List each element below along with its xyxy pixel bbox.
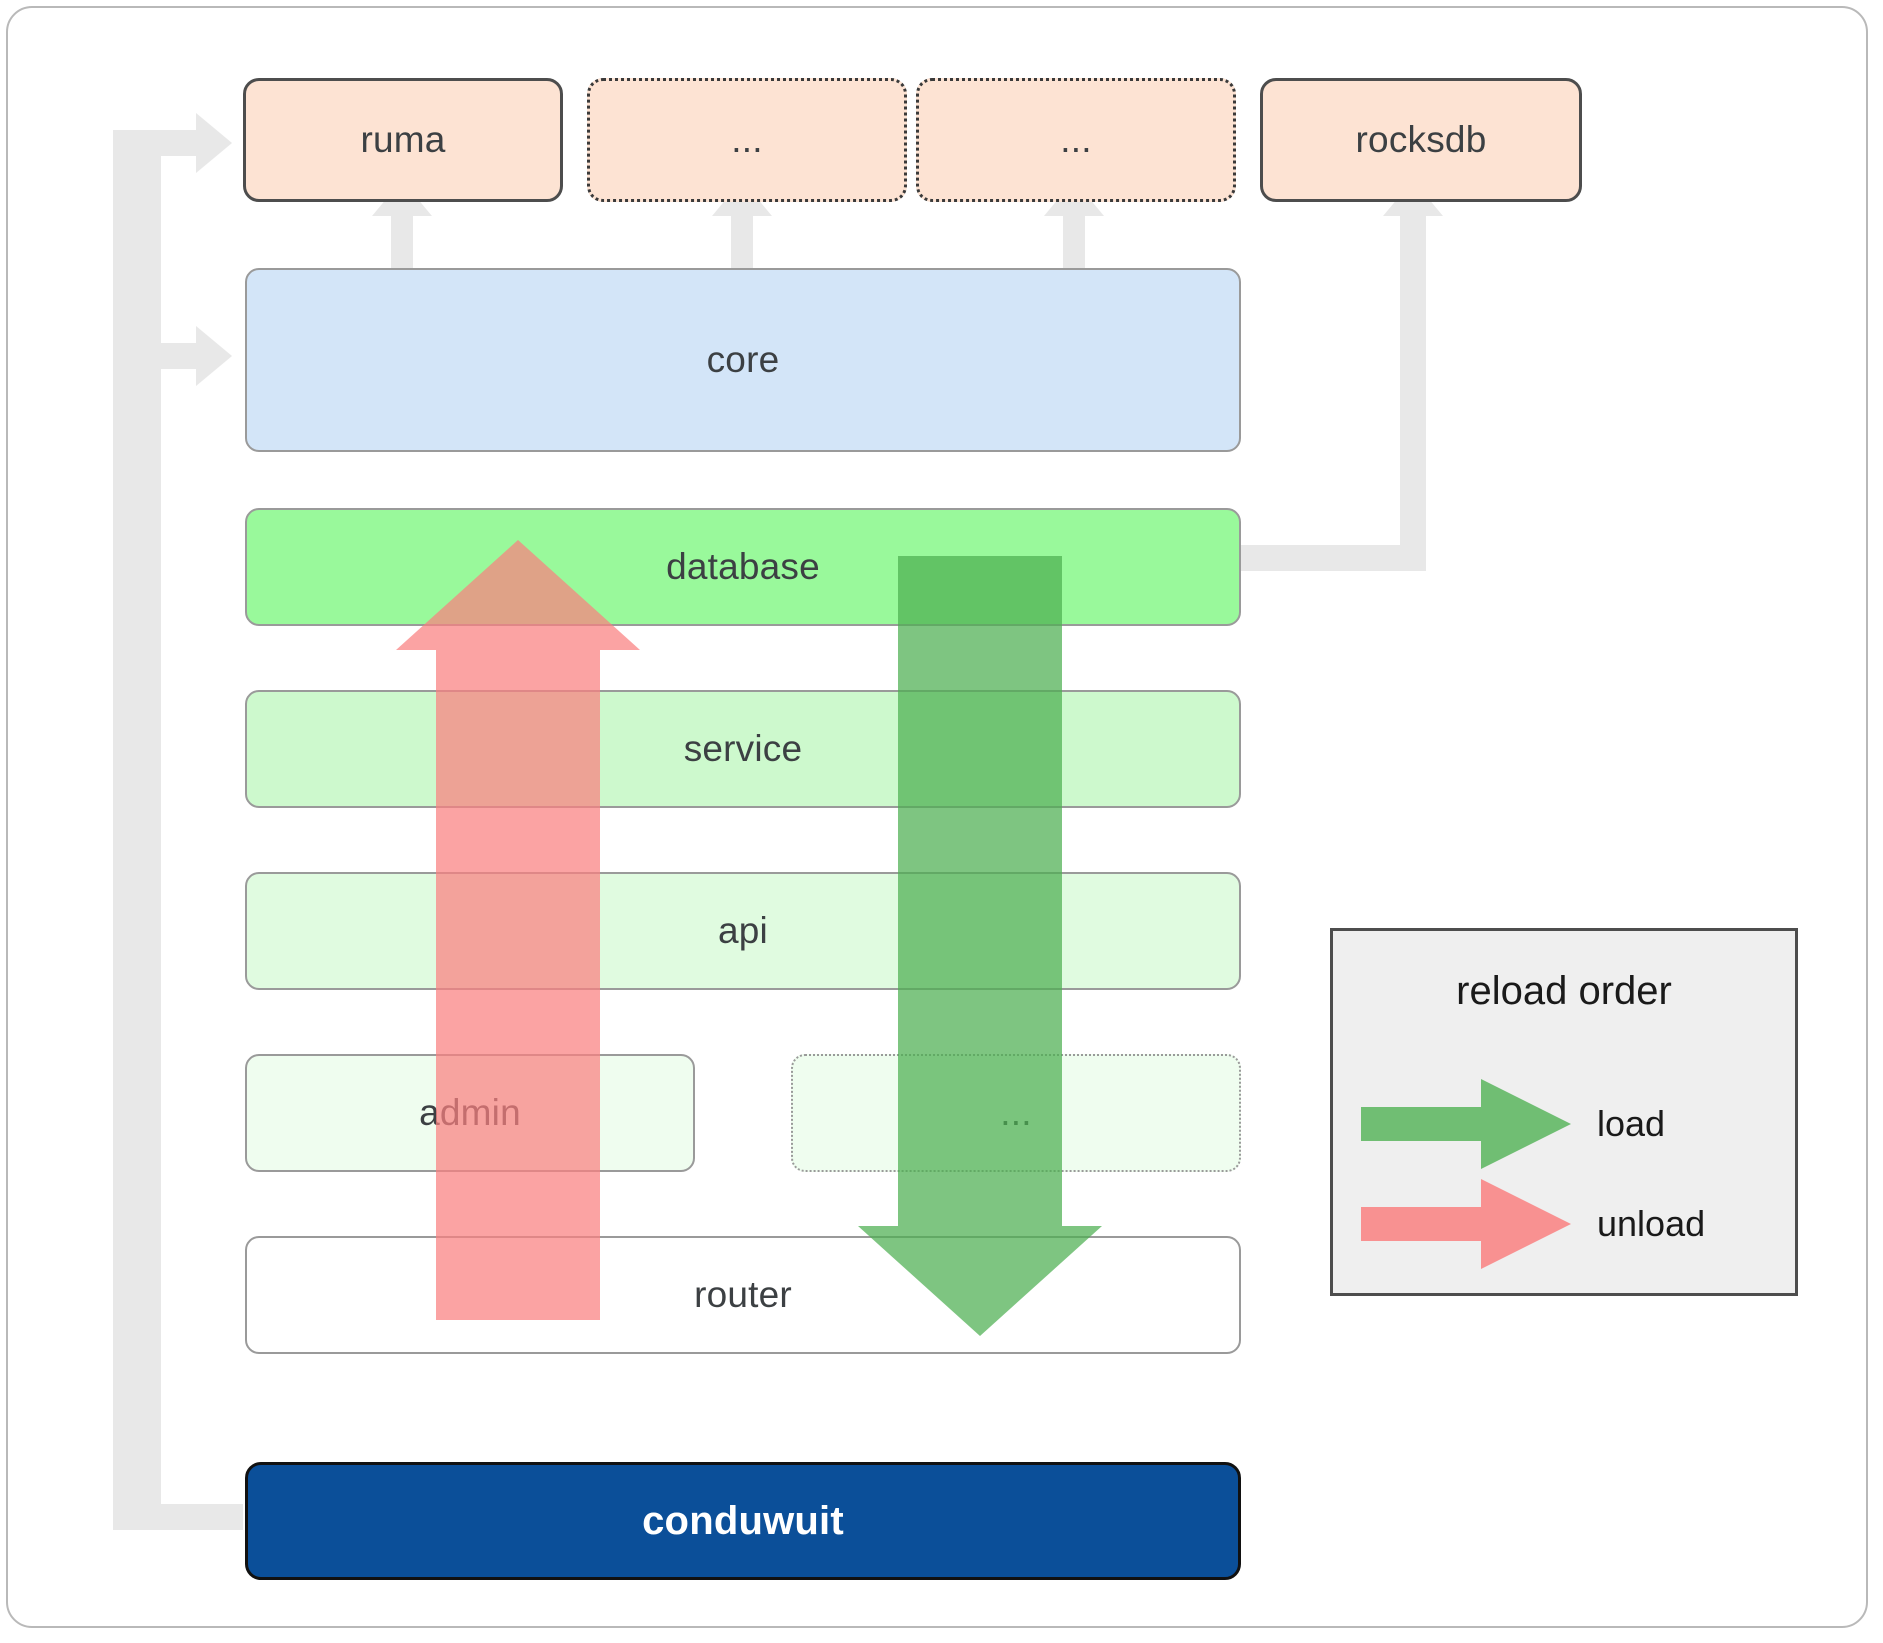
connector-database-to-rocksdb-vertical — [1400, 216, 1426, 556]
node-router[interactable]: router — [245, 1236, 1241, 1354]
node-ruma[interactable]: ruma — [243, 78, 563, 202]
node-dependency-ellipsis-1-label: ... — [731, 119, 763, 160]
node-router-label: router — [694, 1274, 792, 1315]
node-conduwuit[interactable]: conduwuit — [245, 1462, 1241, 1580]
node-api-label: api — [718, 910, 768, 951]
node-rocksdb-label: rocksdb — [1355, 119, 1487, 160]
legend-title: reload order — [1456, 969, 1672, 1013]
connector-left-to-core — [139, 343, 203, 369]
node-dependency-ellipsis-2-label: ... — [1060, 119, 1092, 160]
node-api[interactable]: api — [245, 872, 1241, 990]
legend-load-label: load — [1597, 1103, 1666, 1144]
node-database[interactable]: database — [245, 508, 1241, 626]
node-service[interactable]: service — [245, 690, 1241, 808]
connector-left-vertical — [113, 130, 139, 1530]
legend-unload-arrow-icon — [1361, 1179, 1571, 1269]
node-conduwuit-label: conduwuit — [642, 1498, 844, 1543]
legend-unload-label: unload — [1597, 1203, 1706, 1244]
node-ruma-label: ruma — [360, 119, 446, 160]
connector-left-to-ruma — [113, 130, 203, 156]
connector-arrowhead-ruma — [196, 113, 232, 173]
node-service-label: service — [683, 728, 803, 769]
legend-panel: reload order load unload — [1330, 928, 1798, 1296]
node-rocksdb[interactable]: rocksdb — [1260, 78, 1582, 202]
flow-arrow-unload — [396, 540, 640, 1320]
legend-row-unload: unload — [1361, 1179, 1705, 1269]
connector-database-to-rocksdb-horizontal — [1230, 545, 1426, 571]
legend-row-load: load — [1361, 1079, 1665, 1169]
connector-core-to-ruma-stem — [391, 216, 413, 272]
node-dependency-ellipsis-1[interactable]: ... — [587, 78, 907, 202]
connector-left-branch-vertical — [139, 140, 161, 1510]
node-core-label: core — [706, 339, 780, 380]
connector-arrowhead-core — [196, 326, 232, 386]
connector-core-to-dep1-stem — [731, 216, 753, 272]
connector-left-to-conduwuit — [113, 1504, 243, 1530]
flow-arrow-load — [858, 556, 1102, 1336]
node-dependency-ellipsis-2[interactable]: ... — [916, 78, 1236, 202]
node-database-label: database — [666, 546, 820, 587]
node-core[interactable]: core — [245, 268, 1241, 452]
legend-load-arrow-icon — [1361, 1079, 1571, 1169]
connector-core-to-dep2-stem — [1063, 216, 1085, 272]
